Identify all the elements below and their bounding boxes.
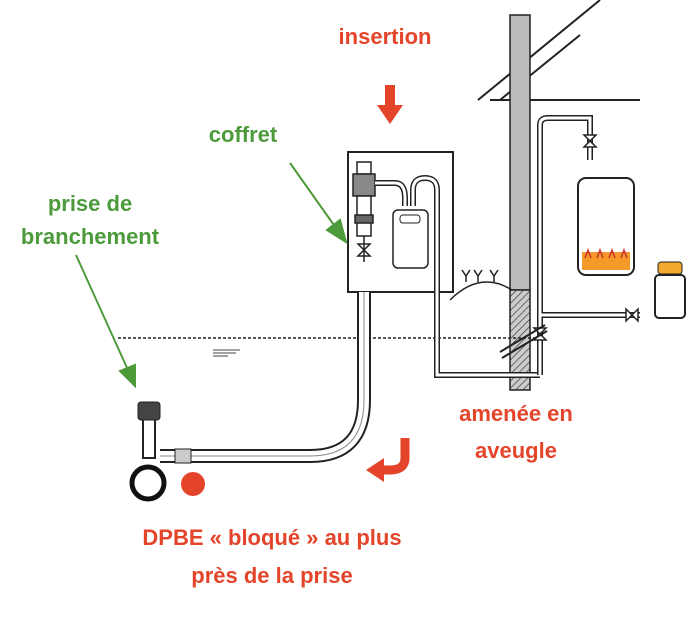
prise-arrow-icon [75, 254, 136, 389]
insertion-arrow-icon [377, 85, 403, 124]
mound [449, 281, 513, 301]
label-prise-line1: prise de [47, 191, 133, 216]
buried-pipe [160, 292, 371, 463]
curved-red-arrow-icon [380, 438, 410, 475]
label-dpbe-line2: près de la prise [191, 563, 353, 588]
gas-meter [392, 209, 429, 269]
ground-marker [213, 349, 240, 357]
house-wall [509, 14, 531, 391]
regulator [352, 161, 376, 262]
label-insertion: insertion [338, 24, 432, 49]
label-prise-line2: branchement [20, 224, 160, 249]
house-roof [477, 0, 640, 101]
label-dpbe-line1: DPBE « bloqué » au plus [142, 525, 402, 550]
dpbe-marker [181, 472, 205, 496]
appliance [654, 261, 686, 319]
boiler [577, 177, 635, 276]
plants-icon [461, 269, 499, 282]
coupling [174, 448, 192, 464]
coffret-arrow-icon [289, 162, 348, 245]
label-coffret: coffret [208, 122, 278, 147]
label-amenee-line1: amenée en [459, 401, 573, 426]
service-tap [129, 401, 167, 502]
label-amenee-line2: aveugle [475, 438, 557, 463]
